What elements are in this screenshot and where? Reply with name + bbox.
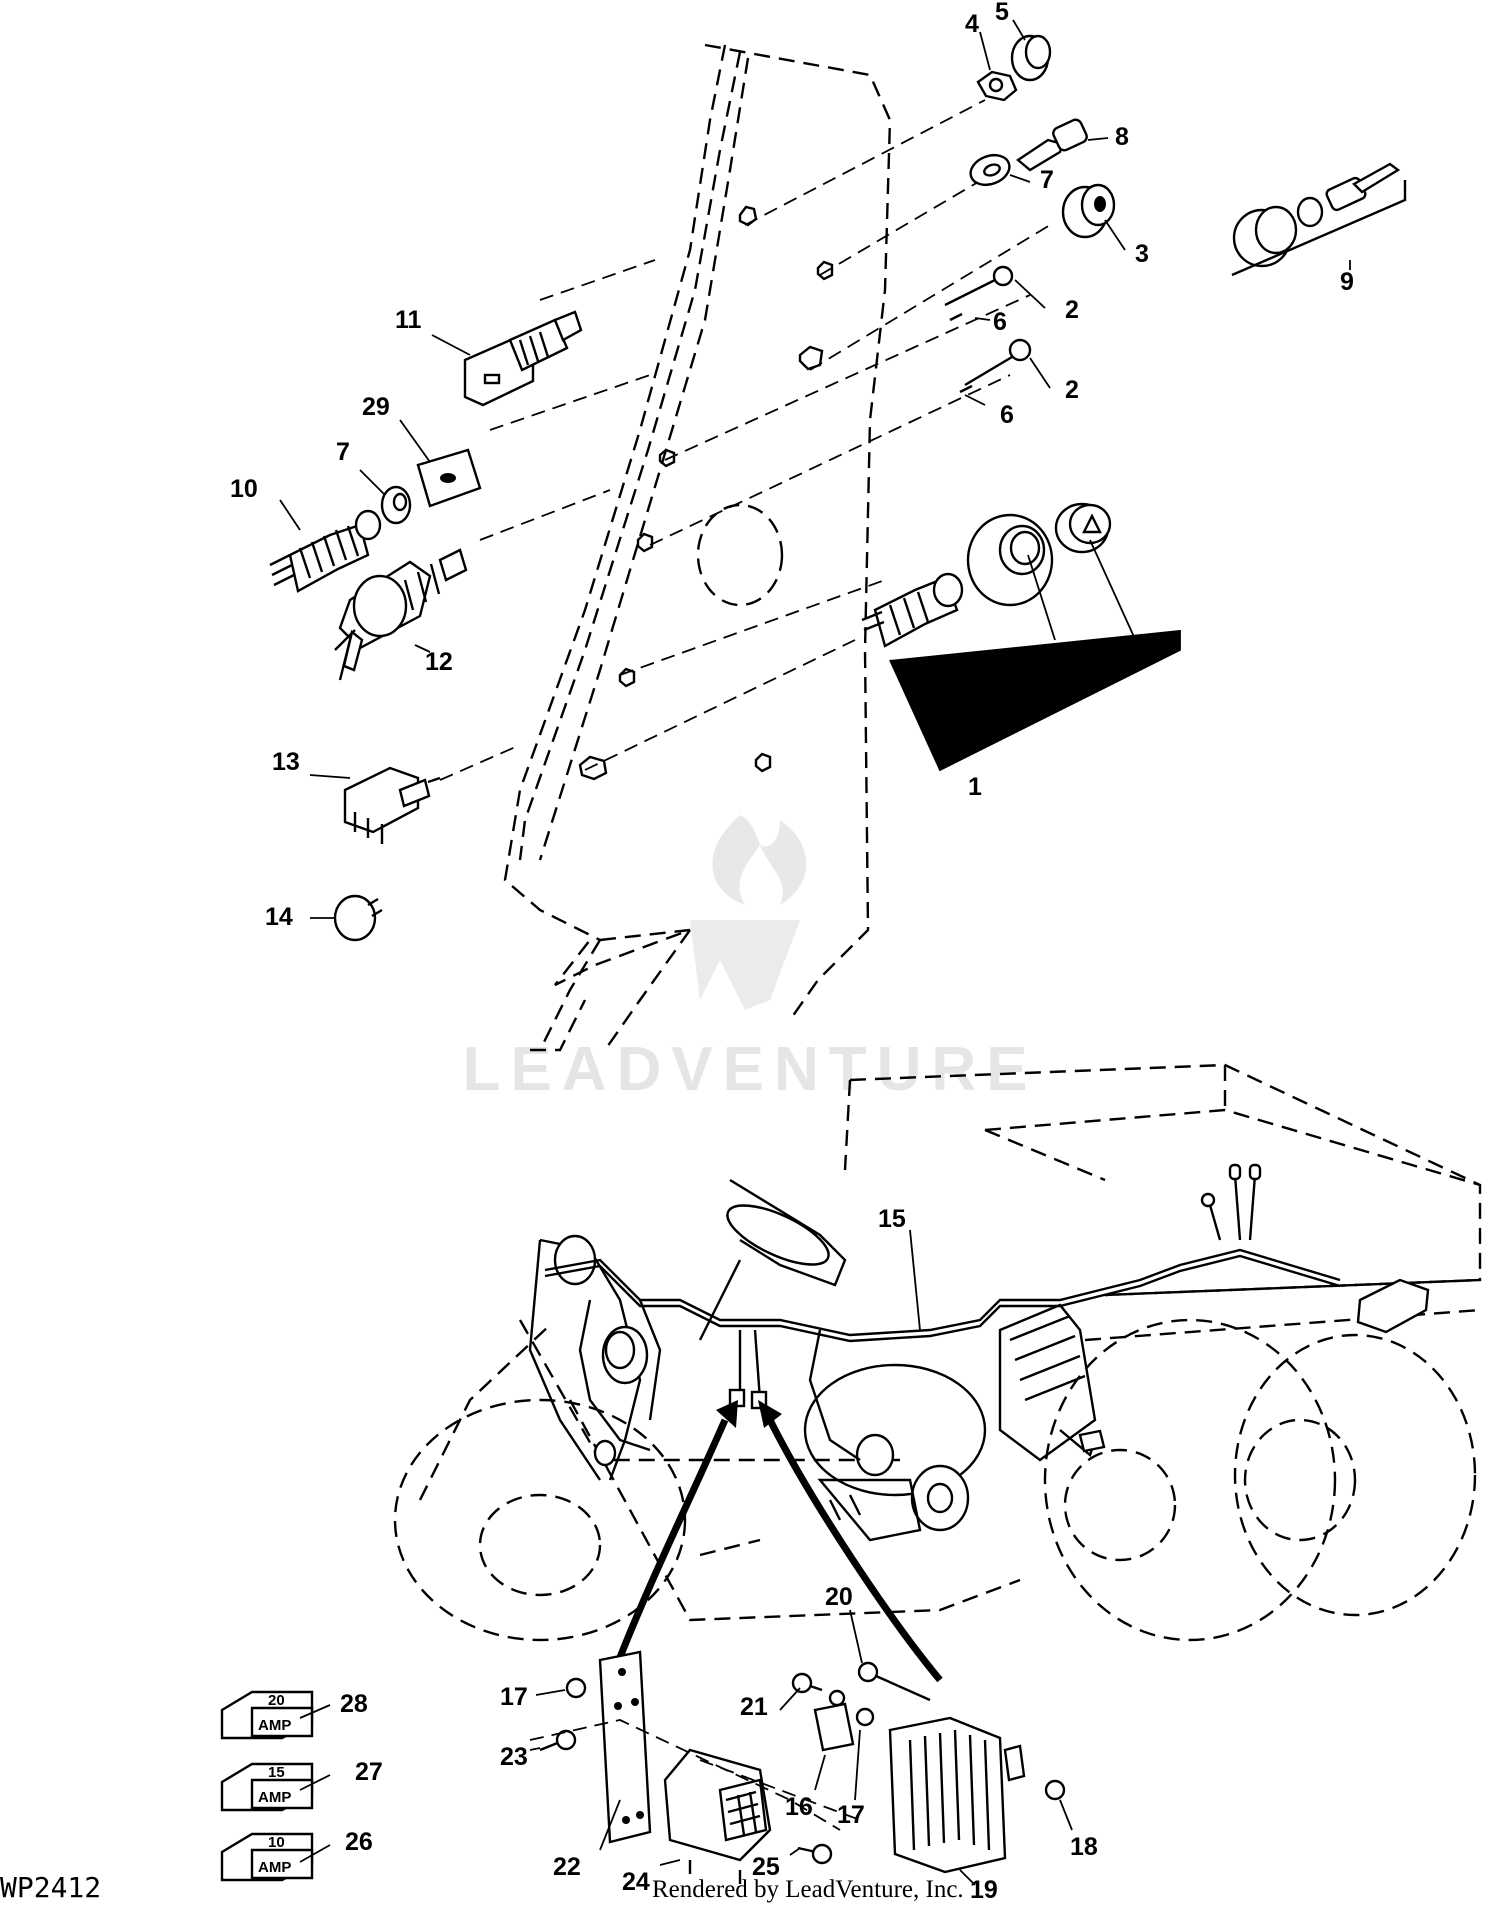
- part-bushing-3: [1061, 183, 1116, 239]
- callout-16: 16: [785, 1793, 813, 1821]
- callout-labels: 1 2 2 3 4 5 6 6 7 7 8 9 10 11 12 13 14 1…: [230, 0, 1354, 1904]
- part-connector-14: [333, 894, 383, 942]
- part-screw-20: [857, 1661, 931, 1702]
- callout-14: 14: [265, 903, 293, 931]
- part-clip-16: [813, 1689, 855, 1752]
- vehicle-outline: [393, 1063, 1482, 1642]
- watermark: LEADVENTURE: [462, 815, 1037, 1104]
- part-switch-11: [463, 310, 583, 407]
- callout-2a: 2: [1065, 296, 1079, 324]
- callout-26: 26: [345, 1828, 373, 1856]
- callout-31: 31: [1058, 663, 1086, 691]
- wiring-harness-15: [544, 1163, 1341, 1461]
- fuse-27: 15 AMP: [220, 1762, 314, 1812]
- part-kit-9: [1231, 162, 1407, 277]
- part-light-switch-1: [861, 572, 964, 648]
- callout-4: 4: [965, 10, 979, 38]
- part-lamp-2b: [959, 338, 1032, 394]
- callout-21: 21: [740, 1693, 768, 1721]
- callout-30: 30: [985, 708, 1013, 736]
- callout-12: 12: [425, 648, 453, 676]
- callout-1: 1: [968, 773, 982, 801]
- part-regulator-19: [888, 1716, 1026, 1874]
- callout-22: 22: [553, 1853, 581, 1881]
- callout-9: 9: [1340, 268, 1354, 296]
- callout-6a: 6: [993, 308, 1007, 336]
- callout-19: 19: [970, 1876, 998, 1904]
- callout-leaders: [279, 19, 1351, 1886]
- callout-8: 8: [1115, 123, 1129, 151]
- fuse-27-rating: 15: [268, 1764, 285, 1781]
- callout-18: 18: [1070, 1833, 1098, 1861]
- callout-7b: 7: [336, 438, 350, 466]
- callout-11: 11: [395, 306, 422, 334]
- callout-2b: 2: [1065, 376, 1079, 404]
- callout-28: 28: [340, 1690, 368, 1718]
- figure-id: WP2412: [0, 1871, 101, 1904]
- part-plate-29: [416, 448, 482, 508]
- callout-13: 13: [272, 748, 300, 776]
- part-bracket-22: [598, 1650, 652, 1844]
- callout-15: 15: [878, 1205, 906, 1233]
- callout-17a: 17: [500, 1683, 528, 1711]
- part-washer-7-top: [969, 153, 1011, 187]
- fuse-26-amp: AMP: [258, 1859, 291, 1876]
- fuse-27-amp: AMP: [258, 1789, 291, 1806]
- fuse-26: 10 AMP: [220, 1832, 314, 1882]
- callout-5: 5: [995, 0, 1009, 26]
- fuse-28-rating: 20: [268, 1692, 285, 1709]
- callout-7a: 7: [1040, 166, 1054, 194]
- callout-25: 25: [752, 1853, 780, 1881]
- callout-3: 3: [1135, 240, 1149, 268]
- part-cap-5: [1010, 34, 1052, 82]
- part-bezel-31: [966, 513, 1054, 607]
- callout-29: 29: [362, 393, 390, 421]
- callout-17b: 17: [837, 1801, 865, 1829]
- callout-24: 24: [622, 1868, 650, 1896]
- part-nut-17b: [855, 1707, 875, 1727]
- part-nut-17a: [565, 1677, 587, 1699]
- part-toggle-13: [343, 766, 441, 844]
- part-washer-7-mid: [380, 485, 412, 525]
- fuse-26-rating: 10: [268, 1834, 285, 1851]
- dash-panel-outline: [503, 43, 892, 1052]
- part-screw-25: [797, 1843, 833, 1865]
- watermark-text: LEADVENTURE: [462, 1035, 1037, 1104]
- part-nut-18: [1044, 1779, 1066, 1801]
- callout-23: 23: [500, 1743, 528, 1771]
- part-cap-32: [1054, 502, 1112, 554]
- part-nut-4: [976, 70, 1018, 102]
- callout-27: 27: [355, 1758, 383, 1786]
- part-screw-23: [539, 1729, 577, 1752]
- part-switch-12: [334, 548, 468, 681]
- part-key-8: [1015, 118, 1088, 172]
- callout-6b: 6: [1000, 401, 1014, 429]
- part-switch-10: [269, 509, 382, 593]
- part-lamp-2a: [944, 265, 1014, 322]
- indicator-arrows: [611, 1400, 943, 1683]
- footer-credit: Rendered by LeadVenture, Inc.: [652, 1876, 964, 1903]
- part-screw-21: [791, 1672, 823, 1694]
- panel-holes: [578, 205, 834, 781]
- fuse-28-amp: AMP: [258, 1717, 291, 1734]
- callout-32: 32: [1128, 633, 1156, 661]
- callout-20: 20: [825, 1583, 853, 1611]
- callout-10: 10: [230, 475, 258, 503]
- fuse-28: 20 AMP: [220, 1690, 314, 1740]
- leader-lines-top: [439, 99, 1051, 781]
